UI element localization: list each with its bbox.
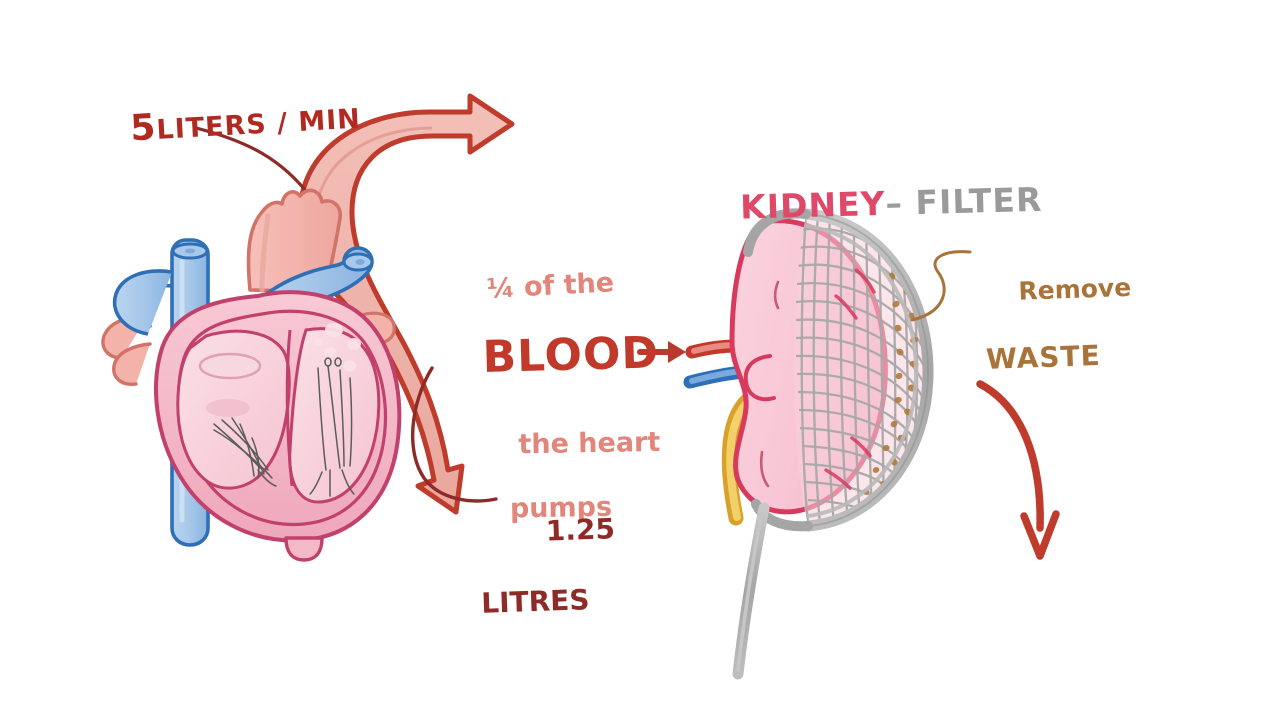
volume-unit: LITRES bbox=[480, 583, 591, 620]
flow-rate-unit: LITERS / MIN bbox=[155, 103, 362, 146]
volume-value: 1.25 bbox=[545, 512, 616, 548]
leader-line-waste bbox=[910, 250, 972, 322]
kidney-title-word: KIDNEY bbox=[739, 183, 887, 227]
heart-illustration bbox=[101, 188, 402, 562]
waste-exit-arrow bbox=[976, 380, 1060, 560]
flow-rate-value: 5 bbox=[129, 106, 158, 150]
remove-waste-line-2: WASTE bbox=[985, 338, 1102, 376]
volume-label: 1.25 LITRES bbox=[481, 476, 620, 690]
heart-pumps-line-1: the heart bbox=[518, 426, 661, 461]
kidney-illustration bbox=[683, 208, 934, 680]
flow-rate-label: 5LITERS / MIN bbox=[82, 69, 363, 180]
kidney-filter-title: KIDNEY– FILTER bbox=[689, 150, 1044, 258]
leader-line-volume bbox=[410, 366, 498, 503]
filter-title-word: – FILTER bbox=[884, 179, 1043, 223]
remove-waste-label: Remove WASTE bbox=[982, 239, 1136, 443]
blood-to-kidney-arrow bbox=[637, 341, 686, 363]
fraction-label: ¼ of the bbox=[485, 267, 615, 305]
leader-line-flow-rate bbox=[194, 126, 312, 198]
blood-label: BLOOD bbox=[481, 327, 660, 383]
remove-waste-line-1: Remove bbox=[1017, 272, 1132, 306]
